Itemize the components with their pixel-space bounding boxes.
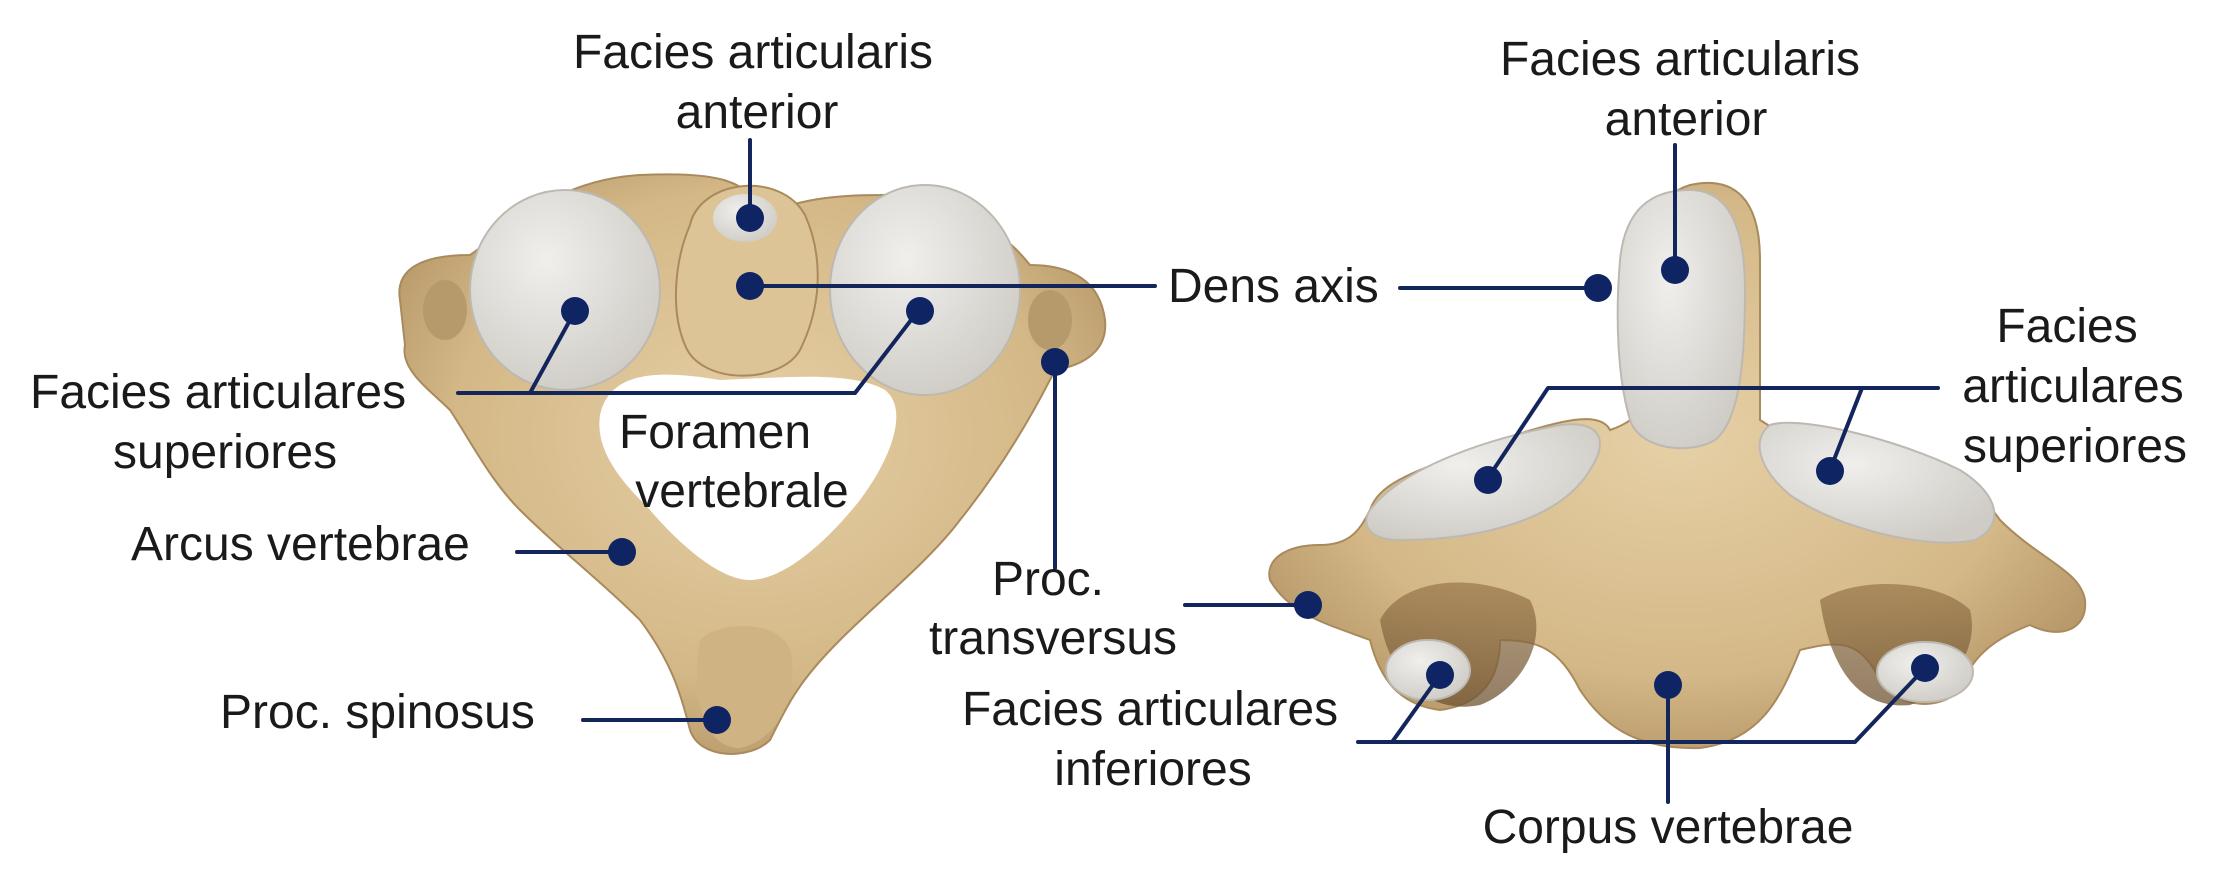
dot-inf-right	[1911, 654, 1939, 682]
dot-right-anterior	[1661, 256, 1689, 284]
label-right-sup-line3: superiores	[1963, 420, 2187, 473]
right-sup-facet-right	[1758, 421, 1996, 544]
dot-left-dens	[736, 272, 764, 300]
label-left-sup-line2: superiores	[113, 426, 337, 479]
label-left-anterior-line2: anterior	[676, 86, 839, 139]
dot-right-sup-left	[1474, 466, 1502, 494]
dot-arcus	[608, 538, 636, 566]
dot-left-anterior	[736, 204, 764, 232]
left-sup-facet-right	[829, 184, 1021, 396]
leader-inf	[1390, 666, 1927, 744]
transverse-foramen-right	[1028, 290, 1072, 350]
dot-proc-transversus-left	[1041, 348, 1069, 376]
label-foramen-line2: vertebrale	[635, 465, 848, 518]
dot-proc-spinosus	[703, 706, 731, 734]
left-sup-facet-left	[469, 189, 661, 391]
labels: Facies articularis anterior Dens axis Fa…	[30, 26, 2187, 854]
label-inf-line1: Facies articulares	[962, 683, 1338, 736]
label-right-sup-line1: Facies	[1996, 300, 2137, 353]
dot-right-sup-right	[1816, 457, 1844, 485]
label-left-anterior-line1: Facies articularis	[573, 26, 933, 79]
label-right-anterior-line2: anterior	[1605, 93, 1768, 146]
label-inf-line2: inferiores	[1054, 743, 1251, 796]
dens-facet-shape	[1616, 188, 1747, 450]
label-proc-spinosus: Proc. spinosus	[220, 686, 535, 739]
leader-right-sup-left	[1486, 386, 1864, 480]
leader-left-sup-right	[528, 309, 920, 395]
label-dens-axis: Dens axis	[1168, 260, 1379, 313]
dot-corpus	[1654, 671, 1682, 699]
label-dots	[561, 204, 1939, 734]
transverse-foramen-left	[423, 280, 467, 340]
label-foramen-line1: Foramen	[619, 406, 811, 459]
leader-lines	[456, 138, 1940, 804]
label-arcus: Arcus vertebrae	[131, 518, 470, 571]
label-right-anterior-line1: Facies articularis	[1500, 33, 1860, 86]
label-proc-transversus-line1: Proc.	[992, 553, 1104, 606]
label-right-sup-line2: articulares	[1962, 360, 2183, 413]
dot-left-sup-left	[561, 297, 589, 325]
dot-proc-transversus-right	[1294, 591, 1322, 619]
label-proc-transversus-line2: transversus	[929, 612, 1177, 665]
dot-right-dens	[1584, 274, 1612, 302]
vertebra-anterior-view	[1268, 181, 2087, 750]
dot-inf-left	[1426, 661, 1454, 689]
foramen-vertebrale-shape	[599, 374, 897, 580]
dot-left-sup-right	[906, 297, 934, 325]
label-corpus: Corpus vertebrae	[1483, 801, 1854, 854]
label-left-sup-line1: Facies articulares	[30, 366, 406, 419]
